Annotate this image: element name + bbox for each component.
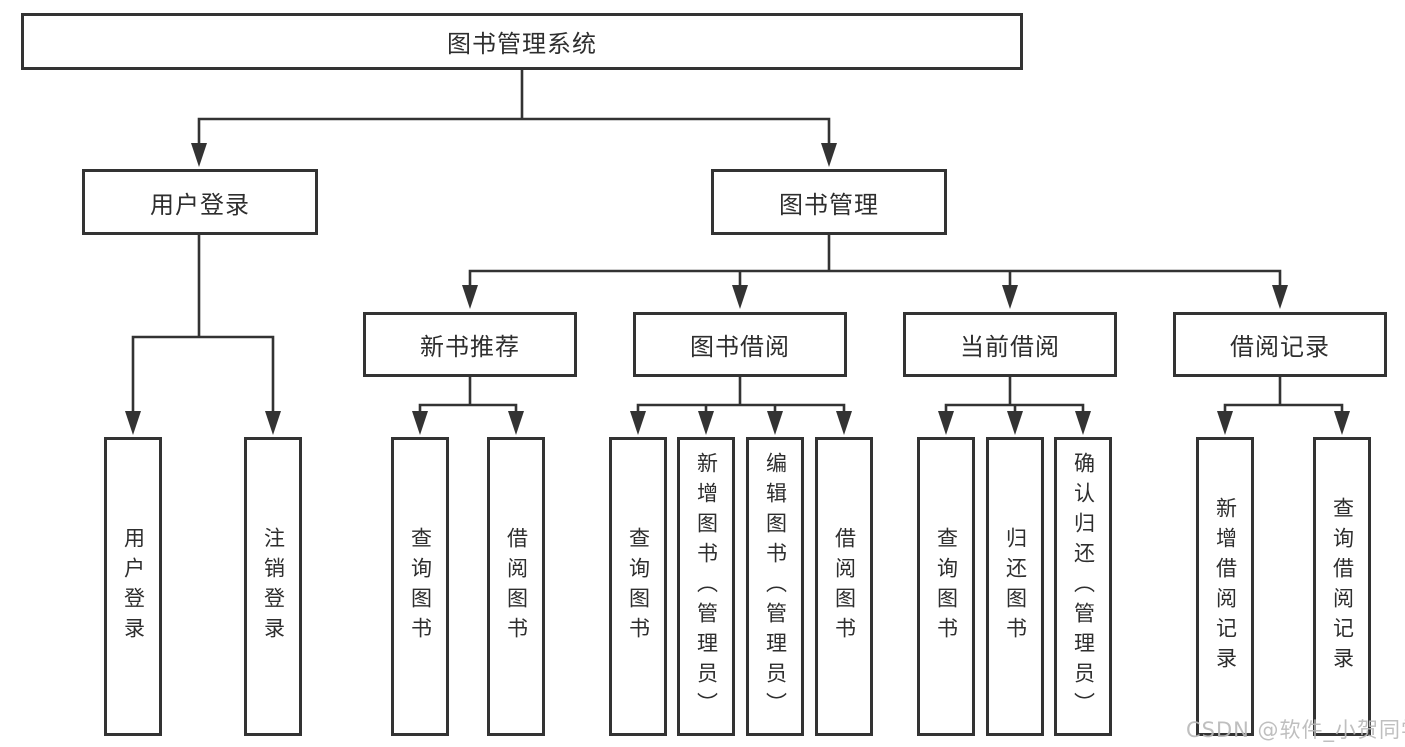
arrow-icon	[1002, 285, 1018, 309]
leaf-borrow-add-books-admin: 新增图书（管理员）	[677, 437, 735, 736]
node-current-borrowing: 当前借阅	[903, 312, 1117, 377]
leaf-label: 查询图书	[934, 526, 959, 647]
arrow-icon	[630, 411, 646, 435]
arrow-icon	[821, 143, 837, 167]
leaf-record-add-borrow-record: 新增借阅记录	[1196, 437, 1254, 736]
leaf-current-query-books: 查询图书	[917, 437, 975, 736]
connector-newrec-to-leaves	[418, 375, 518, 416]
leaf-label: 确认归还（管理员）	[1071, 451, 1096, 722]
leaf-label: 注销登录	[261, 526, 286, 647]
leaf-label: 新增借阅记录	[1213, 496, 1238, 677]
arrow-icon	[732, 285, 748, 309]
connector-record-to-leaves	[1223, 375, 1344, 416]
connector-group	[131, 68, 1344, 416]
arrow-icon	[938, 411, 954, 435]
node-book-borrowing: 图书借阅	[633, 312, 847, 377]
leaf-label: 借阅图书	[504, 526, 529, 647]
node-new-book-recommend: 新书推荐	[363, 312, 577, 377]
leaf-borrow-borrow-books: 借阅图书	[815, 437, 873, 736]
leaf-borrow-edit-books-admin: 编辑图书（管理员）	[746, 437, 804, 736]
arrow-icon	[836, 411, 852, 435]
watermark: CSDN @软件_小贺同学	[1186, 718, 1405, 742]
arrow-icon	[1272, 285, 1288, 309]
node-user-login: 用户登录	[82, 169, 318, 235]
connector-login-to-leaves	[131, 233, 275, 416]
arrow-icon	[412, 411, 428, 435]
arrow-icon	[698, 411, 714, 435]
leaf-user-login: 用户登录	[104, 437, 162, 736]
leaf-label: 查询图书	[626, 526, 651, 647]
leaf-borrow-query-books: 查询图书	[609, 437, 667, 736]
arrow-icon	[125, 411, 141, 435]
leaf-logout: 注销登录	[244, 437, 302, 736]
leaf-label: 归还图书	[1003, 526, 1028, 647]
arrow-icon	[462, 285, 478, 309]
leaf-current-confirm-return-admin: 确认归还（管理员）	[1054, 437, 1112, 736]
arrowheads	[125, 143, 1350, 435]
connector-borrow-to-leaves	[636, 375, 846, 416]
arrow-icon	[191, 143, 207, 167]
leaf-label: 借阅图书	[832, 526, 857, 647]
connector-root-to-level2	[197, 68, 831, 148]
connector-mgmt-to-level3	[468, 232, 1282, 290]
leaf-newrec-borrow-books: 借阅图书	[487, 437, 545, 736]
arrow-icon	[265, 411, 281, 435]
leaf-label: 查询借阅记录	[1330, 496, 1355, 677]
node-book-management: 图书管理	[711, 169, 947, 235]
node-borrowing-records: 借阅记录	[1173, 312, 1387, 377]
leaf-label: 用户登录	[121, 526, 146, 647]
leaf-label: 新增图书（管理员）	[694, 451, 719, 722]
node-library-management-system: 图书管理系统	[21, 13, 1023, 70]
arrow-icon	[508, 411, 524, 435]
leaf-newrec-query-books: 查询图书	[391, 437, 449, 736]
leaf-record-query-borrow-record: 查询借阅记录	[1313, 437, 1371, 736]
arrow-icon	[1007, 411, 1023, 435]
arrow-icon	[767, 411, 783, 435]
arrow-icon	[1075, 411, 1091, 435]
leaf-label: 编辑图书（管理员）	[763, 451, 788, 722]
connector-current-to-leaves	[944, 375, 1085, 416]
leaf-current-return-books: 归还图书	[986, 437, 1044, 736]
arrow-icon	[1217, 411, 1233, 435]
leaf-label: 查询图书	[408, 526, 433, 647]
arrow-icon	[1334, 411, 1350, 435]
